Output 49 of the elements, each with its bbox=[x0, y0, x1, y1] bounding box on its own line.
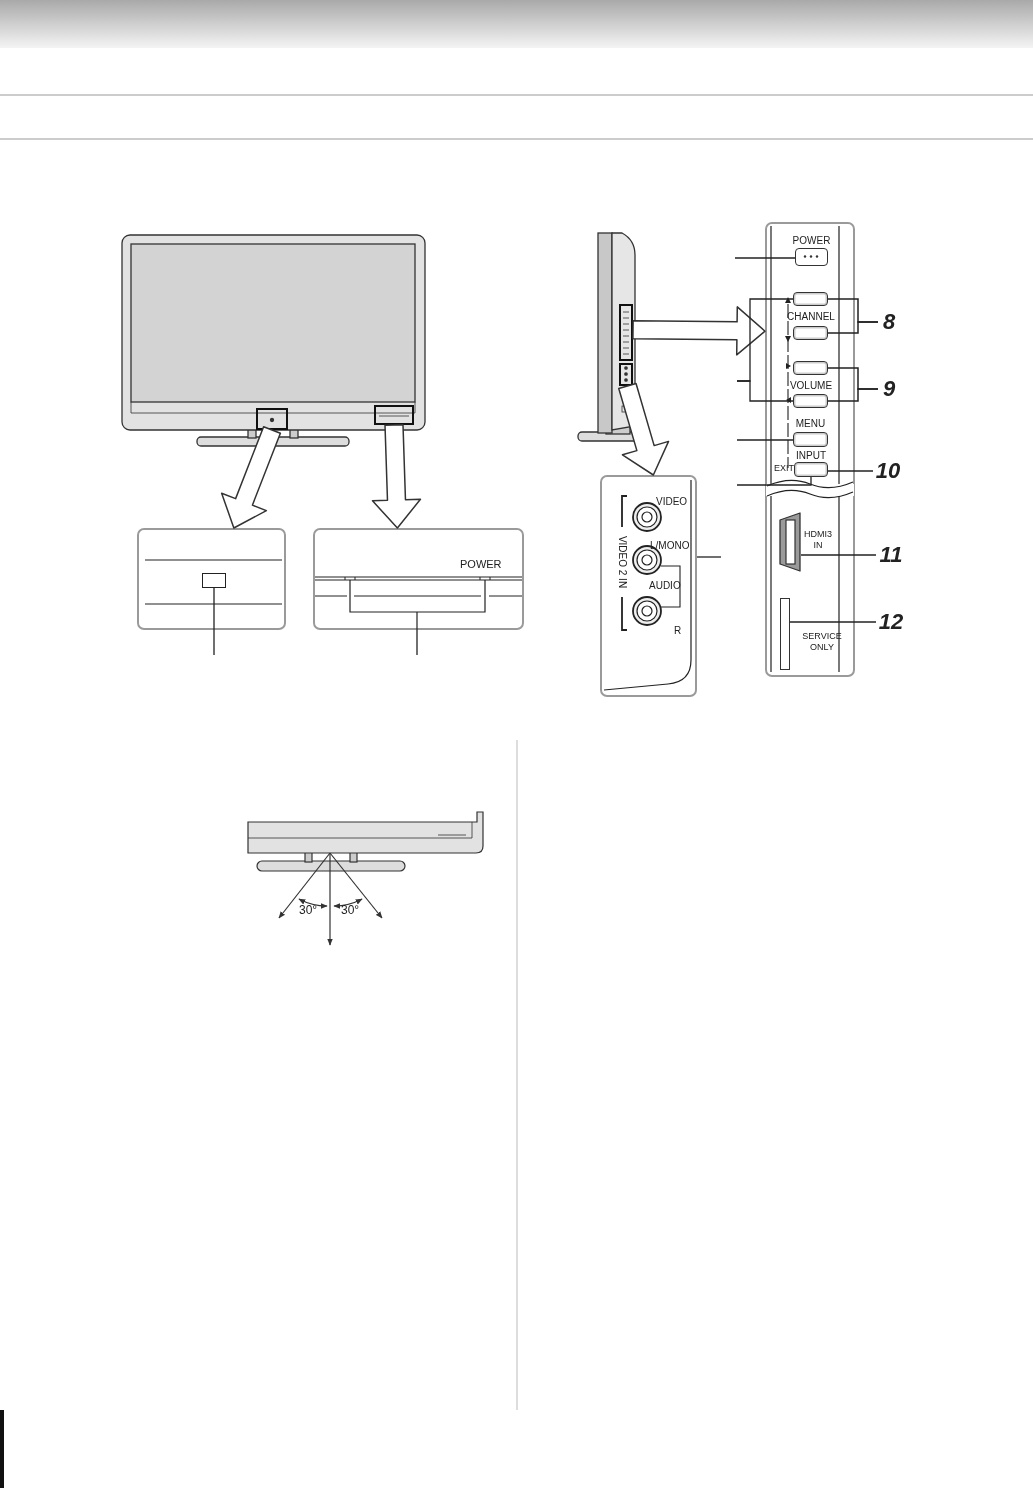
panel-label: VOLUME bbox=[789, 380, 833, 391]
detail-panel bbox=[137, 528, 286, 630]
jack-label: R bbox=[674, 625, 682, 636]
leader-line bbox=[789, 621, 877, 623]
port-label: HDMI3 IN bbox=[803, 529, 833, 551]
leader-line bbox=[416, 629, 418, 656]
menu-button bbox=[793, 432, 828, 447]
callout-number: 9 bbox=[878, 375, 900, 403]
jack-label: L/MONO bbox=[650, 540, 690, 551]
leader-line bbox=[696, 556, 722, 558]
callout-number: 12 bbox=[876, 608, 906, 636]
panel-label: POWER bbox=[792, 235, 831, 246]
channel-up-button bbox=[793, 292, 828, 306]
leader-line bbox=[800, 554, 877, 556]
leader-line bbox=[736, 476, 812, 486]
block-arrow bbox=[371, 423, 422, 529]
volume-down-button bbox=[793, 394, 828, 408]
volume-up-button bbox=[793, 361, 828, 375]
leader-line bbox=[736, 380, 794, 402]
leader-line bbox=[736, 439, 794, 441]
block-arrow bbox=[618, 382, 670, 476]
angle-label: 30° bbox=[299, 905, 318, 916]
hdmi-port bbox=[779, 512, 801, 572]
panel-label: VIDEO 2 IN bbox=[616, 535, 628, 589]
sensor-window bbox=[202, 573, 226, 588]
jack-label: AUDIO bbox=[649, 580, 681, 591]
callout-number: 8 bbox=[878, 308, 900, 336]
panel-label: INPUT bbox=[796, 450, 826, 461]
service-slot bbox=[780, 598, 790, 670]
detail-panel bbox=[313, 528, 524, 630]
panel-label: POWER bbox=[460, 559, 502, 570]
callout-number: 11 bbox=[876, 541, 906, 569]
panel-label: EXIT bbox=[774, 463, 794, 474]
block-arrow bbox=[632, 306, 766, 356]
callout-number: 10 bbox=[873, 457, 903, 485]
input-button bbox=[794, 462, 828, 477]
leader-line bbox=[734, 257, 796, 259]
control-panel bbox=[765, 222, 855, 677]
leader-line bbox=[827, 470, 874, 472]
jack-label: VIDEO bbox=[656, 496, 688, 507]
panel-label: CHANNEL bbox=[787, 311, 835, 322]
leader-line bbox=[827, 388, 879, 402]
block-arrow bbox=[220, 426, 282, 529]
panel-label: MENU bbox=[795, 418, 826, 429]
leader-line bbox=[213, 587, 215, 656]
angle-label: 30° bbox=[341, 905, 360, 916]
channel-down-button bbox=[793, 326, 828, 340]
leader-line bbox=[827, 321, 879, 334]
power-button bbox=[795, 248, 828, 266]
